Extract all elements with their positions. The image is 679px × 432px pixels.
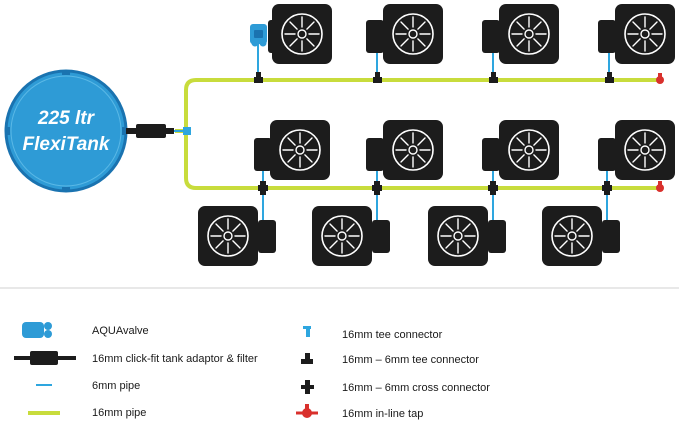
pot-top-4 (598, 4, 675, 64)
reducing-tee-connectors-top (254, 72, 614, 83)
legend-tee-connector: 16mm tee connector (303, 326, 443, 341)
legend-label-tee-connector: 16mm tee connector (342, 329, 443, 341)
pot-top-3 (482, 4, 559, 64)
reducing-tee-icon (301, 353, 313, 364)
cross-connectors-bottom (258, 181, 612, 195)
legend-label-aquavalve: AQUAvalve (92, 325, 149, 337)
pot-middle-1 (254, 120, 330, 180)
tank-adaptor-icon (14, 351, 76, 365)
pot-top-1 (268, 4, 332, 64)
legend-tank-adaptor: 16mm click-fit tank adaptor & filter (14, 351, 258, 365)
legend-label-cross-connector: 16mm – 6mm cross connector (342, 382, 490, 394)
pot-top-2 (366, 4, 443, 64)
main-pipe-16mm (175, 78, 660, 190)
inline-taps (656, 73, 664, 192)
pot-bottom-4 (542, 206, 620, 266)
pot-bottom-3 (428, 206, 506, 266)
legend-inline-tap: 16mm in-line tap (296, 404, 423, 420)
legend-reducing-tee: 16mm – 6mm tee connector (301, 353, 479, 366)
tank-capacity: 225 ltr (37, 108, 96, 129)
legend-label-6mm-pipe: 6mm pipe (92, 380, 140, 392)
tank-name: FlexiTank (23, 134, 111, 155)
inline-tap-icon (296, 404, 318, 418)
tank-adaptor-filter (126, 124, 174, 138)
aquavalve-icon (22, 322, 52, 338)
pot-middle-2 (366, 120, 443, 180)
legend-6mm-pipe: 6mm pipe (36, 380, 140, 392)
legend-aquavalve: AQUAvalve (22, 322, 149, 338)
tee-connector-icon (303, 326, 311, 337)
pot-bottom-2 (312, 206, 390, 266)
pot-middle-3 (482, 120, 559, 180)
legend-cross-connector: 16mm – 6mm cross connector (301, 380, 490, 394)
aquavalve (250, 24, 267, 47)
legend-label-inline-tap: 16mm in-line tap (342, 408, 423, 420)
flexitank: 225 ltr FlexiTank (4, 69, 128, 193)
legend-label-reducing-tee: 16mm – 6mm tee connector (342, 354, 479, 366)
cross-connector-icon (301, 380, 314, 394)
legend-label-tank-adaptor: 16mm click-fit tank adaptor & filter (92, 353, 258, 365)
pot-middle-4 (598, 120, 675, 180)
pot-bottom-1 (198, 206, 276, 266)
legend-label-16mm-pipe: 16mm pipe (92, 407, 146, 419)
legend-16mm-pipe: 16mm pipe (28, 407, 146, 419)
junction-tee (183, 127, 191, 135)
